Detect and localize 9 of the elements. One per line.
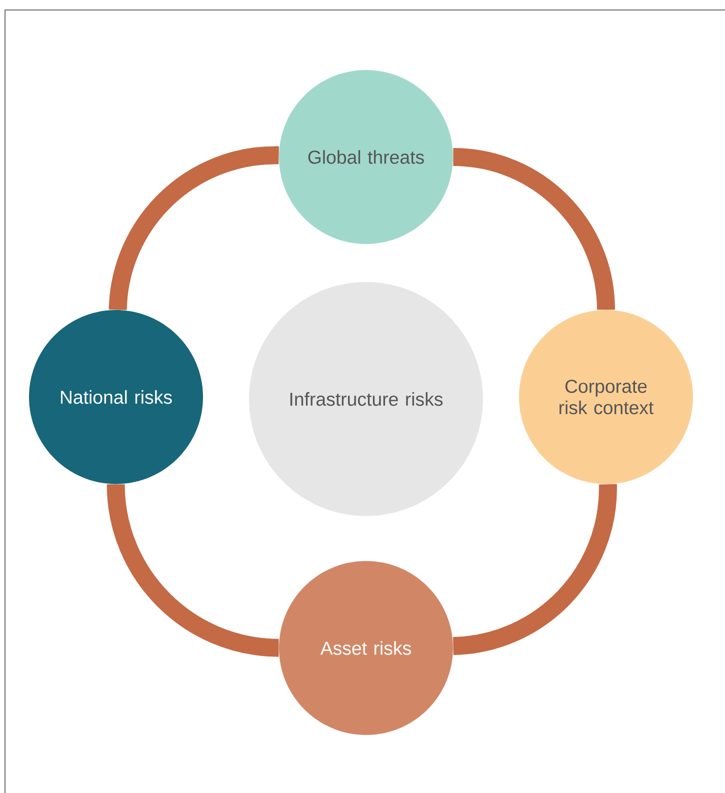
ring-arc (106, 484, 280, 657)
ring-arc (108, 146, 280, 311)
circle-node: Global threats (279, 70, 453, 244)
circle-node: Asset risks (279, 561, 453, 735)
circle-node: National risks (29, 310, 203, 484)
ring-arc (452, 484, 617, 656)
circle-node: Infrastructure risks (249, 282, 483, 516)
circle-node: Corporate risk context (519, 310, 693, 484)
ring-arc (452, 148, 615, 310)
